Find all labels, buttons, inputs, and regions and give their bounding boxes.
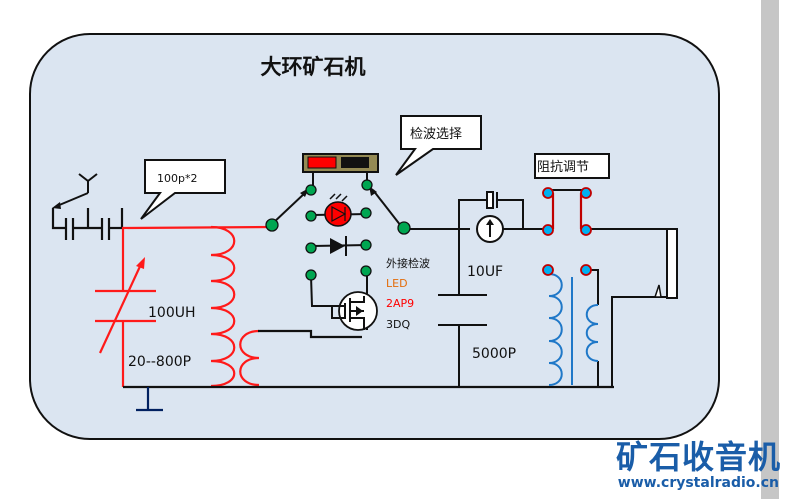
headphone-icon xyxy=(653,228,678,299)
selector-switch[interactable] xyxy=(302,153,379,173)
watermark-title: 矿石收音机 xyxy=(615,438,781,476)
scrollbar[interactable] xyxy=(761,0,779,499)
meter-icon xyxy=(476,215,504,243)
callout-capacitor: 100p*2 xyxy=(140,159,226,220)
svg-text:100p*2: 100p*2 xyxy=(157,172,197,185)
callout-detector-select: 检波选择 xyxy=(395,115,482,176)
ground-icon xyxy=(136,387,163,412)
impedance-jumpers xyxy=(551,193,583,229)
tuning-circuit xyxy=(95,225,273,388)
detector-terminals[interactable] xyxy=(265,179,411,281)
impedance-terminals[interactable] xyxy=(542,187,592,276)
diode-icon xyxy=(330,236,347,256)
label-20-800p: 20--800P xyxy=(128,354,191,370)
transistor-icon xyxy=(331,291,378,331)
tuning-arrow-head xyxy=(136,257,145,269)
callout-impedance: 阻抗调节 xyxy=(534,153,610,179)
legend-2ap9: 2AP9 xyxy=(386,297,414,310)
legend-led: LED xyxy=(386,277,408,290)
legend-external: 外接检波 xyxy=(386,256,430,270)
watermark-url: www.crystalradio.cn xyxy=(617,475,779,491)
ground-bus xyxy=(123,329,614,389)
diagram-title: 大环矿石机 xyxy=(261,55,366,79)
svg-text:检波选择: 检波选择 xyxy=(410,127,462,142)
legend-3dq: 3DQ xyxy=(386,318,410,331)
series-capacitors xyxy=(51,208,124,240)
svg-text:阻抗调节: 阻抗调节 xyxy=(537,160,589,175)
meter-bypass-circuit xyxy=(438,191,547,387)
watermark: 矿石收音机 www.crystalradio.cn xyxy=(612,440,787,492)
label-100uh: 100UH xyxy=(148,305,196,321)
detector-legend: 外接检波 LED 2AP9 3DQ xyxy=(386,256,430,331)
antenna-icon xyxy=(52,173,98,209)
diagram-panel xyxy=(29,33,720,440)
output-transformer xyxy=(548,273,599,386)
led-icon xyxy=(324,193,352,227)
label-10uf: 10UF xyxy=(467,264,503,280)
label-5000p: 5000P xyxy=(472,346,516,362)
